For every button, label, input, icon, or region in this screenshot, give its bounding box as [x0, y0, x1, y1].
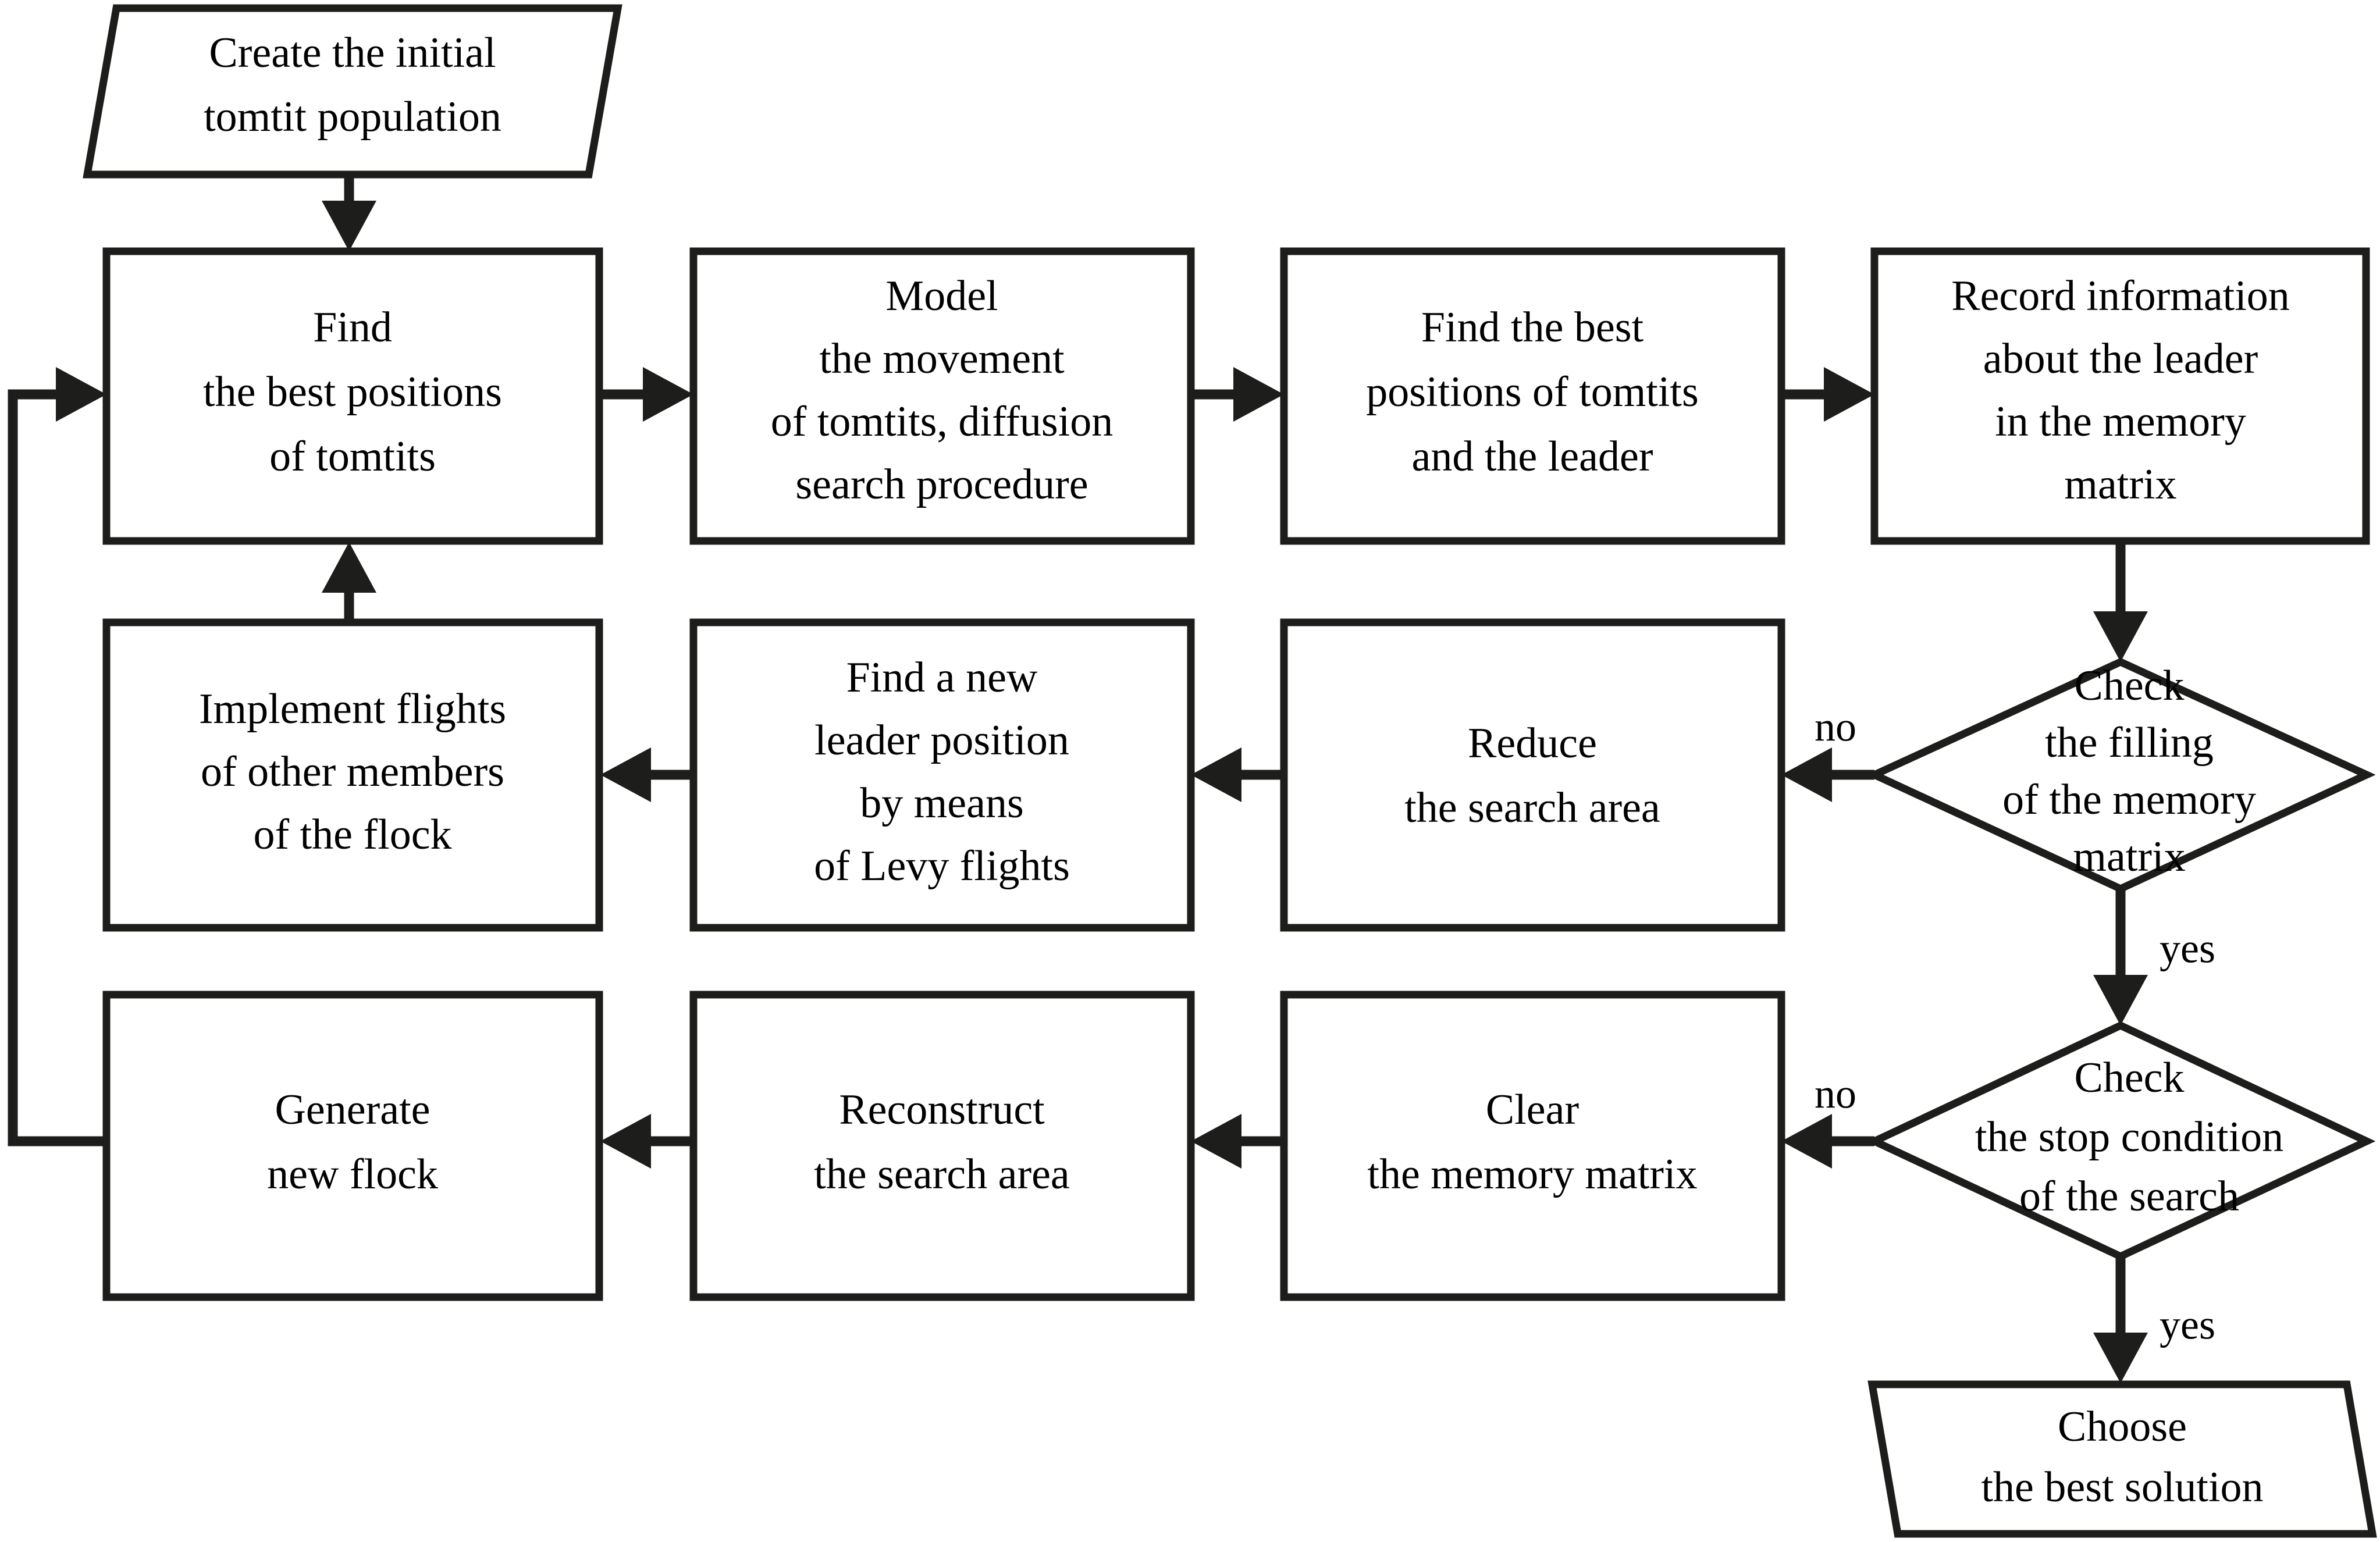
node-generate-new-flock[interactable]: Generate new flock — [102, 991, 603, 1301]
edge-find-new-leader-to-implement-flights — [600, 747, 693, 802]
node-implement-flights-line-2: of other members — [201, 748, 504, 796]
node-model-movement-line-1: Model — [885, 272, 998, 320]
node-end[interactable]: Choose the best solution — [1867, 1380, 2377, 1538]
node-clear-memory-matrix-line-1: Clear — [1486, 1086, 1579, 1134]
node-model-movement-line-4: search procedure — [795, 461, 1088, 508]
node-model-movement[interactable]: Model the movement of tomtits, diffusion… — [689, 247, 1195, 545]
node-find-best-and-leader-line-1: Find the best — [1421, 304, 1644, 351]
node-find-new-leader-line-3: by means — [860, 779, 1024, 827]
node-generate-new-flock-line-2: new flock — [267, 1151, 438, 1198]
node-model-movement-line-2: the movement — [819, 335, 1065, 383]
edge-reconstruct-search-area-to-generate-new-flock — [600, 1114, 693, 1169]
node-check-memory-filling-line-2: the filling — [2045, 719, 2214, 767]
node-implement-flights[interactable]: Implement flights of other members of th… — [102, 618, 603, 932]
node-find-best-and-leader-line-3: and the leader — [1412, 433, 1653, 480]
edge-generate-new-flock-feedback-loop — [8, 367, 106, 1146]
node-reconstruct-search-area[interactable]: Reconstruct the search area — [689, 991, 1195, 1301]
node-record-information-line-2: about the leader — [1983, 335, 2258, 383]
node-find-new-leader-line-1: Find a new — [846, 654, 1038, 701]
node-check-memory-filling-line-4: matrix — [2073, 833, 2185, 881]
node-check-memory-filling[interactable]: Check the filling of the memory matrix — [1865, 657, 2376, 893]
edge-check-stop-yes-to-end — [2093, 1256, 2148, 1383]
node-record-information-line-1: Record information — [1951, 272, 2290, 320]
edge-check-memory-yes-to-check-stop-condition — [2093, 889, 2148, 1025]
edge-model-movement-to-find-best-and-leader — [1190, 367, 1284, 422]
node-record-information-line-3: in the memory — [1995, 398, 2246, 446]
node-find-new-leader-line-2: leader position — [814, 717, 1069, 764]
node-record-information[interactable]: Record information about the leader in t… — [1870, 247, 2370, 545]
node-find-new-leader[interactable]: Find a new leader position by means of L… — [689, 618, 1195, 932]
edge-label-memory-yes: yes — [2160, 925, 2215, 972]
edge-record-information-to-check-memory-filling — [2093, 541, 2148, 662]
node-check-memory-filling-line-1: Check — [2074, 662, 2184, 710]
node-check-stop-condition-line-2: the stop condition — [1975, 1113, 2283, 1161]
node-check-stop-condition[interactable]: Check the stop condition of the search — [1865, 1021, 2376, 1261]
edge-find-best-positions-to-model-movement — [599, 367, 693, 422]
node-model-movement-line-3: of tomtits, diffusion — [771, 398, 1113, 446]
node-check-stop-condition-line-1: Check — [2074, 1054, 2184, 1102]
node-find-best-positions-line-3: of tomtits — [269, 433, 436, 480]
node-find-best-positions-line-2: the best positions — [203, 368, 502, 416]
edge-label-stop-yes: yes — [2160, 1302, 2215, 1348]
edge-reduce-search-area-to-find-new-leader — [1191, 747, 1284, 802]
node-reduce-search-area[interactable]: Reduce the search area — [1280, 618, 1785, 932]
node-check-stop-condition-line-3: of the search — [2019, 1173, 2239, 1220]
node-clear-memory-matrix-line-2: the memory matrix — [1367, 1151, 1697, 1198]
edge-check-memory-no-to-reduce-search-area — [1781, 747, 1874, 802]
edge-implement-flights-to-find-best-positions — [322, 542, 376, 622]
node-end-line-2: the best solution — [1981, 1463, 2263, 1511]
node-find-new-leader-line-4: of Levy flights — [814, 842, 1070, 890]
node-start[interactable]: Create the initial tomtit population — [83, 4, 622, 179]
node-end-line-1: Choose — [2058, 1403, 2187, 1451]
node-find-best-and-leader-line-2: positions of tomtits — [1366, 368, 1699, 416]
node-reconstruct-search-area-line-1: Reconstruct — [839, 1086, 1045, 1134]
node-check-memory-filling-line-3: of the memory — [2002, 776, 2256, 824]
node-start-line-1: Create the initial — [209, 29, 496, 77]
node-record-information-line-4: matrix — [2064, 461, 2176, 508]
edge-check-stop-no-to-clear-memory-matrix — [1781, 1114, 1874, 1169]
edge-clear-memory-matrix-to-reconstruct-search-area — [1191, 1114, 1284, 1169]
node-reduce-search-area-line-2: the search area — [1404, 784, 1660, 832]
node-reconstruct-search-area-line-2: the search area — [814, 1151, 1070, 1198]
edge-find-best-and-leader-to-record-information — [1780, 367, 1874, 422]
node-reduce-search-area-line-1: Reduce — [1468, 720, 1597, 767]
node-clear-memory-matrix[interactable]: Clear the memory matrix — [1280, 991, 1785, 1301]
node-find-best-positions-line-1: Find — [313, 304, 392, 351]
node-generate-new-flock-line-1: Generate — [275, 1086, 430, 1134]
node-start-line-2: tomtit population — [204, 93, 501, 141]
node-find-best-and-leader[interactable]: Find the best positions of tomtits and t… — [1280, 247, 1785, 545]
edge-start-to-find-best-positions — [322, 175, 376, 251]
edge-label-memory-no: no — [1815, 704, 1856, 750]
node-implement-flights-line-1: Implement flights — [199, 685, 506, 733]
node-find-best-positions[interactable]: Find the best positions of tomtits — [102, 247, 603, 545]
node-implement-flights-line-3: of the flock — [253, 811, 451, 859]
edge-label-stop-no: no — [1815, 1071, 1856, 1117]
